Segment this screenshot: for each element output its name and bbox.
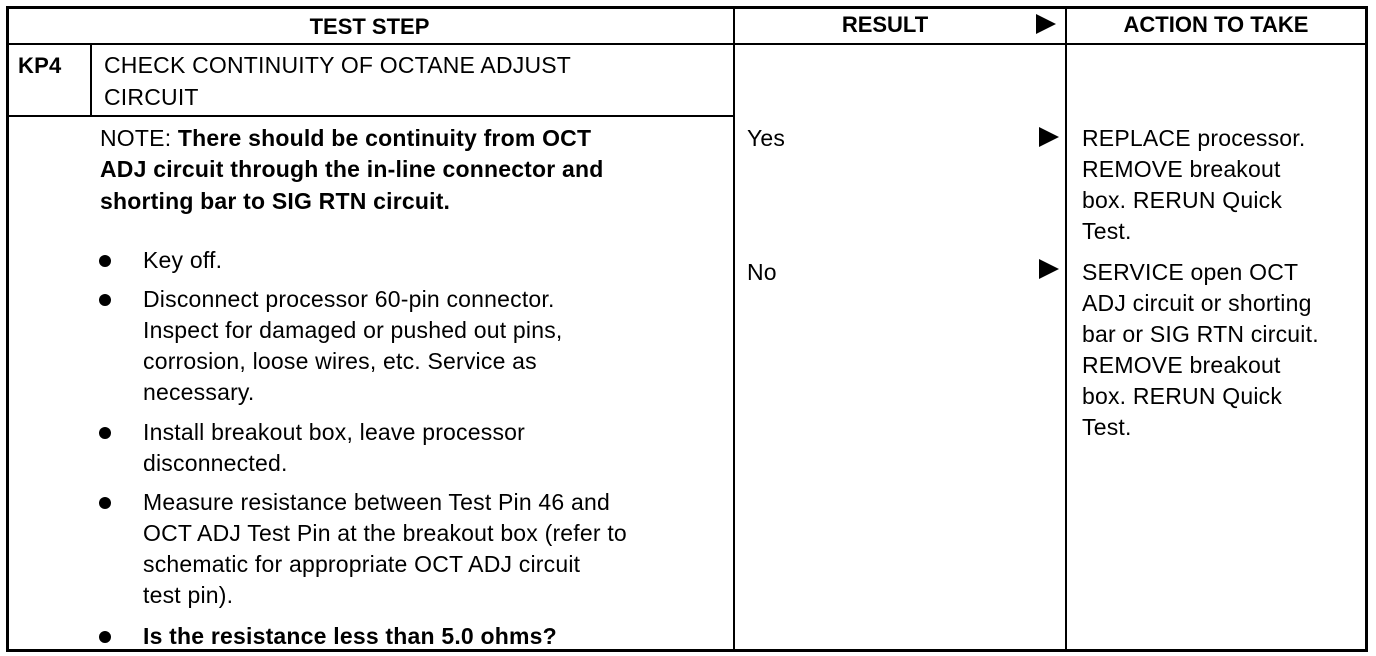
action-no-line-4: REMOVE breakout bbox=[1082, 352, 1281, 378]
note-line-1: NOTE: There should be continuity from OC… bbox=[100, 123, 591, 154]
result-no: No bbox=[747, 259, 777, 285]
bullet-icon bbox=[99, 255, 111, 267]
bullet-2-line-3: corrosion, loose wires, etc. Service as bbox=[143, 348, 537, 374]
action-yes-line-2: REMOVE breakout bbox=[1082, 156, 1281, 182]
frame-left bbox=[6, 6, 9, 652]
action-no-line-2: ADJ circuit or shorting bbox=[1082, 290, 1312, 316]
arrow-icon bbox=[1039, 127, 1059, 147]
bullet-5-line-1: Is the resistance less than 5.0 ohms? bbox=[143, 623, 557, 649]
header-divider bbox=[6, 43, 1368, 45]
bullet-3-line-1: Install breakout box, leave processor bbox=[143, 419, 525, 445]
header-test-step: TEST STEP bbox=[309, 14, 430, 39]
bullet-4-line-3: schematic for appropriate OCT ADJ circui… bbox=[143, 551, 581, 577]
bullet-icon bbox=[99, 497, 111, 509]
bullet-1-line-1: Key off. bbox=[143, 247, 223, 273]
note-line-3: shorting bar to SIG RTN circuit. bbox=[100, 188, 451, 214]
note-label: NOTE: bbox=[100, 125, 172, 151]
bullet-4-line-2: OCT ADJ Test Pin at the breakout box (re… bbox=[143, 520, 627, 546]
action-yes-line-1: REPLACE processor. bbox=[1082, 125, 1306, 151]
bullet-2-line-4: necessary. bbox=[143, 379, 255, 405]
action-no-line-1: SERVICE open OCT bbox=[1082, 259, 1299, 285]
note-text-1: There should be continuity from OCT bbox=[177, 125, 592, 151]
header-result: RESULT bbox=[841, 12, 929, 37]
step-id-divider bbox=[90, 43, 92, 116]
action-no-line-6: Test. bbox=[1082, 414, 1132, 440]
bullet-icon bbox=[99, 427, 111, 439]
bullet-4-line-4: test pin). bbox=[143, 582, 234, 608]
bullet-icon bbox=[99, 294, 111, 306]
frame-bottom bbox=[6, 649, 1368, 652]
col-divider-2 bbox=[1065, 6, 1067, 652]
result-yes: Yes bbox=[747, 125, 786, 151]
frame-right bbox=[1365, 6, 1368, 652]
action-no-line-3: bar or SIG RTN circuit. bbox=[1082, 321, 1319, 347]
frame-top bbox=[6, 6, 1368, 9]
bullet-3-line-2: disconnected. bbox=[143, 450, 288, 476]
bullet-2-line-2: Inspect for damaged or pushed out pins, bbox=[143, 317, 563, 343]
bullet-icon bbox=[99, 631, 111, 643]
bullet-2-line-1: Disconnect processor 60-pin connector. bbox=[143, 286, 555, 312]
action-yes-line-3: box. RERUN Quick bbox=[1082, 187, 1283, 213]
diagnostic-table: TEST STEP RESULT ACTION TO TAKE KP4 CHEC… bbox=[6, 6, 1368, 652]
arrow-icon bbox=[1036, 14, 1056, 34]
action-yes-line-4: Test. bbox=[1082, 218, 1132, 244]
step-id: KP4 bbox=[18, 53, 62, 78]
col-divider-1 bbox=[733, 6, 735, 652]
header-action: ACTION TO TAKE bbox=[1123, 12, 1309, 37]
step-title-divider bbox=[6, 115, 735, 117]
note-line-2: ADJ circuit through the in-line connecto… bbox=[100, 156, 604, 182]
step-title-line-1: CHECK CONTINUITY OF OCTANE ADJUST bbox=[104, 52, 572, 78]
action-no-line-5: box. RERUN Quick bbox=[1082, 383, 1283, 409]
bullet-4-line-1: Measure resistance between Test Pin 46 a… bbox=[143, 489, 610, 515]
arrow-icon bbox=[1039, 259, 1059, 279]
step-title-line-2: CIRCUIT bbox=[104, 84, 199, 110]
